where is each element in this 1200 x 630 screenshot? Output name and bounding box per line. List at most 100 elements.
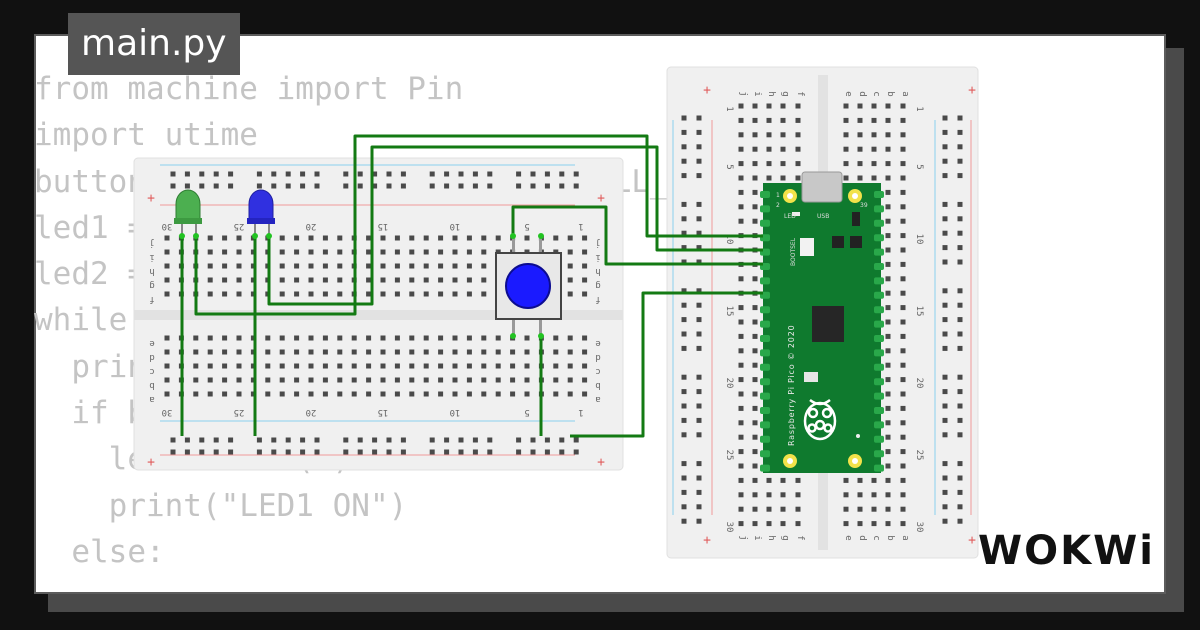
row-number-label: 15 xyxy=(724,306,734,317)
column-number-label: 20 xyxy=(306,407,317,417)
row-letter-label: f xyxy=(149,294,154,304)
pico-usb-label: USB xyxy=(817,213,829,220)
column-letter-label: d xyxy=(857,91,867,96)
pico-brand-text: Raspberry Pi Pico © 2020 xyxy=(787,325,796,446)
row-letter-label: e xyxy=(595,338,600,348)
row-letter-label: j xyxy=(149,238,154,248)
column-number-label: 30 xyxy=(162,221,173,231)
column-number-label: 30 xyxy=(162,407,173,417)
column-number-label: 1 xyxy=(578,407,583,417)
row-number-label: 25 xyxy=(914,450,924,461)
wire-button xyxy=(511,205,763,266)
row-letter-label: g xyxy=(149,280,154,290)
column-letter-label: d xyxy=(857,535,867,540)
rail-plus-label: + xyxy=(703,533,711,548)
row-letter-label: a xyxy=(149,394,154,404)
code-line: print("LED1 ON") xyxy=(34,487,408,524)
column-number-label: 5 xyxy=(524,221,529,231)
rail-plus-label: + xyxy=(147,191,155,206)
row-letter-label: b xyxy=(149,380,154,390)
column-number-label: 15 xyxy=(378,407,389,417)
column-number-label: 20 xyxy=(306,221,317,231)
rail-plus-label: + xyxy=(597,455,605,470)
column-letter-label: g xyxy=(780,91,790,96)
column-letter-label: j xyxy=(738,91,748,96)
row-number-label: 5 xyxy=(914,164,924,169)
column-number-label: 5 xyxy=(524,407,529,417)
column-letter-label: g xyxy=(780,535,790,540)
row-letter-label: c xyxy=(149,366,154,376)
column-letter-label: c xyxy=(871,535,881,540)
row-letter-label: g xyxy=(595,280,600,290)
column-number-label: 1 xyxy=(578,221,583,231)
code-line: import utime xyxy=(34,117,258,154)
rail-plus-label: + xyxy=(968,83,976,98)
column-letter-label: h xyxy=(766,91,776,96)
row-number-label: 30 xyxy=(724,522,734,533)
wires xyxy=(180,134,763,438)
row-letter-label: j xyxy=(595,238,600,248)
bootsel-button-icon xyxy=(800,238,814,256)
row-number-label: 15 xyxy=(914,306,924,317)
button-cap-icon xyxy=(505,263,551,309)
wokwi-logo: WOKWi xyxy=(978,528,1155,574)
row-letter-label: h xyxy=(595,266,600,276)
column-number-label: 25 xyxy=(234,407,245,417)
raspberry-pi-pico: 1 2 39 LED USB BOOTSEL Raspberry Pi Pico… xyxy=(760,171,884,473)
rail-plus-label: + xyxy=(147,455,155,470)
pico-led-label: LED xyxy=(784,213,796,220)
column-letter-label: f xyxy=(795,535,805,540)
column-letter-label: a xyxy=(900,91,910,96)
column-number-label: 25 xyxy=(234,221,245,231)
column-letter-label: b xyxy=(885,91,895,96)
column-letter-label: j xyxy=(738,535,748,540)
push-button xyxy=(495,236,562,336)
row-letter-label: i xyxy=(595,252,600,262)
row-letter-label: d xyxy=(595,352,600,362)
row-number-label: 20 xyxy=(724,378,734,389)
row-letter-label: c xyxy=(595,366,600,376)
wire-gnd xyxy=(570,291,763,438)
row-number-label: 10 xyxy=(724,234,734,245)
column-letter-label: e xyxy=(843,535,853,540)
usb-connector-icon xyxy=(801,171,843,203)
rail-plus-label: + xyxy=(968,533,976,548)
pico-bootsel-label: BOOTSEL xyxy=(790,237,797,266)
row-letter-label: h xyxy=(149,266,154,276)
row-number-label: 5 xyxy=(724,164,734,169)
row-number-label: 10 xyxy=(914,234,924,245)
row-number-label: 1 xyxy=(914,106,924,111)
column-letter-label: c xyxy=(871,91,881,96)
wire-led1 xyxy=(194,134,763,316)
pico-pin1-label: 1 xyxy=(776,192,780,199)
row-letter-label: f xyxy=(595,294,600,304)
row-letter-label: b xyxy=(595,380,600,390)
column-number-label: 10 xyxy=(450,407,461,417)
column-letter-label: e xyxy=(843,91,853,96)
column-letter-label: i xyxy=(752,91,762,96)
column-number-label: 10 xyxy=(450,221,461,231)
row-number-label: 20 xyxy=(914,378,924,389)
column-letter-label: i xyxy=(752,535,762,540)
rail-plus-label: + xyxy=(597,191,605,206)
column-letter-label: a xyxy=(900,535,910,540)
green-led xyxy=(174,189,202,236)
column-letter-label: h xyxy=(766,535,776,540)
row-number-label: 1 xyxy=(724,106,734,111)
column-number-label: 15 xyxy=(378,221,389,231)
filename-tab: main.py xyxy=(68,13,240,75)
row-letter-label: e xyxy=(149,338,154,348)
row-letter-label: a xyxy=(595,394,600,404)
row-letter-label: i xyxy=(149,252,154,262)
pico-pin2-label: 2 xyxy=(776,202,780,209)
raspberry-logo-icon xyxy=(803,398,837,441)
wire-led2 xyxy=(267,145,763,306)
pico-pin39-label: 39 xyxy=(860,202,868,209)
code-line: else: xyxy=(34,533,165,570)
row-number-label: 25 xyxy=(724,450,734,461)
column-letter-label: f xyxy=(795,91,805,96)
rail-plus-label: + xyxy=(703,83,711,98)
column-letter-label: b xyxy=(885,535,895,540)
code-line: from machine import Pin xyxy=(34,71,464,107)
